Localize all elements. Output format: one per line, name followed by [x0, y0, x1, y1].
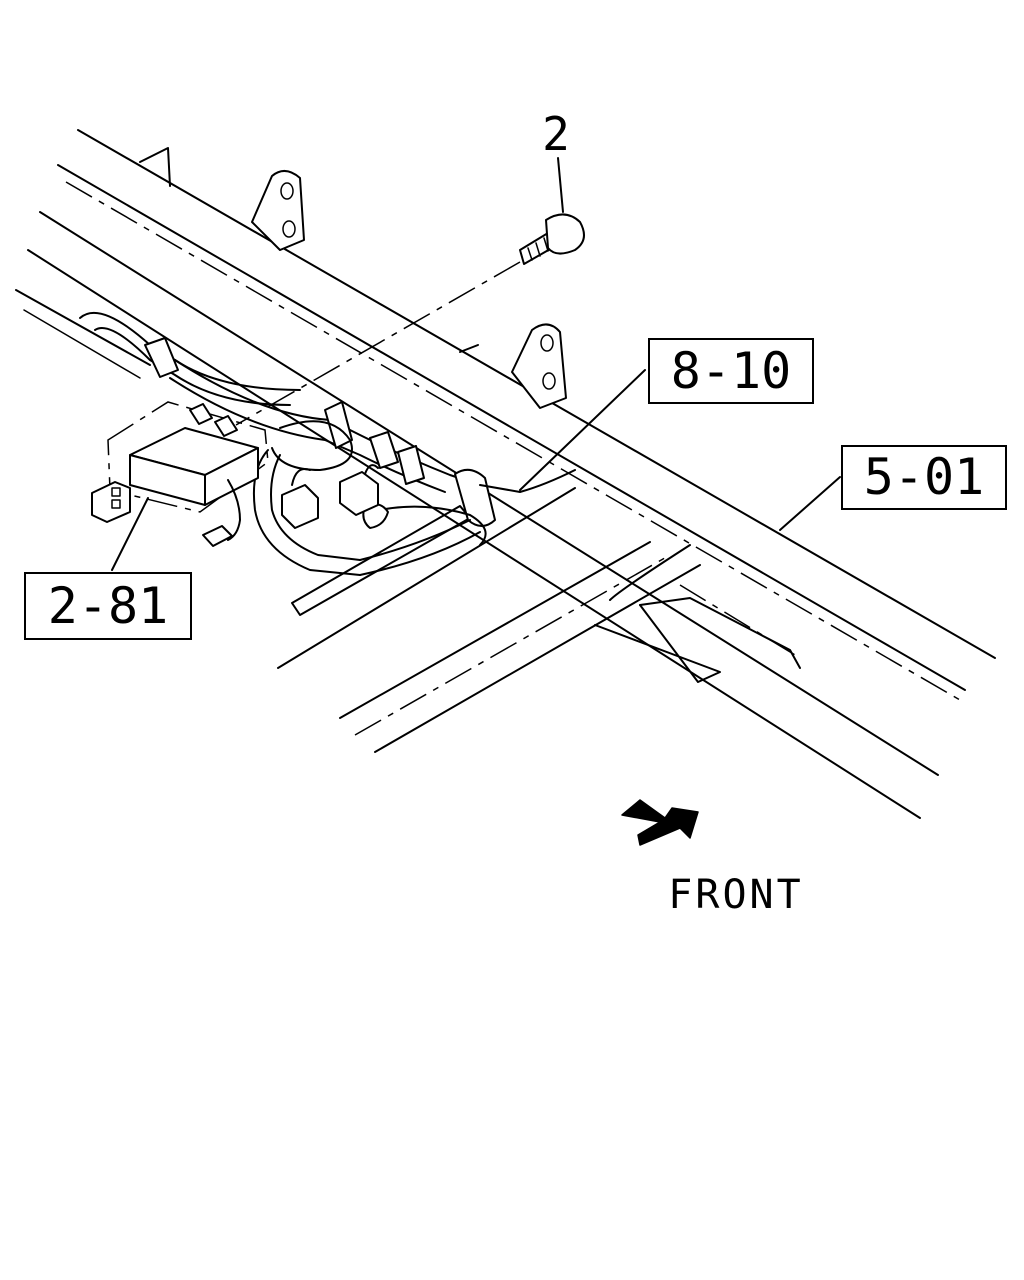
- wiring-harness: [79, 311, 576, 576]
- callout-module: 2-81: [48, 577, 168, 635]
- front-arrow-icon: [621, 799, 699, 846]
- callout-harness: 8-10: [671, 342, 791, 400]
- frame-bracket-lower: [459, 323, 567, 409]
- callout-bolt: 2: [542, 107, 570, 161]
- callout-harness-box: 8-10: [648, 338, 814, 404]
- callout-frame-box: 5-01: [841, 445, 1007, 510]
- callout-module-box: 2-81: [24, 572, 192, 640]
- callout-frame: 5-01: [864, 448, 984, 506]
- cross-member: [277, 487, 801, 753]
- frame-bracket-upper: [139, 147, 305, 251]
- control-module: [91, 401, 269, 571]
- front-label: FRONT: [668, 872, 803, 918]
- leader-lines: [519, 369, 841, 531]
- bolt: [235, 157, 585, 426]
